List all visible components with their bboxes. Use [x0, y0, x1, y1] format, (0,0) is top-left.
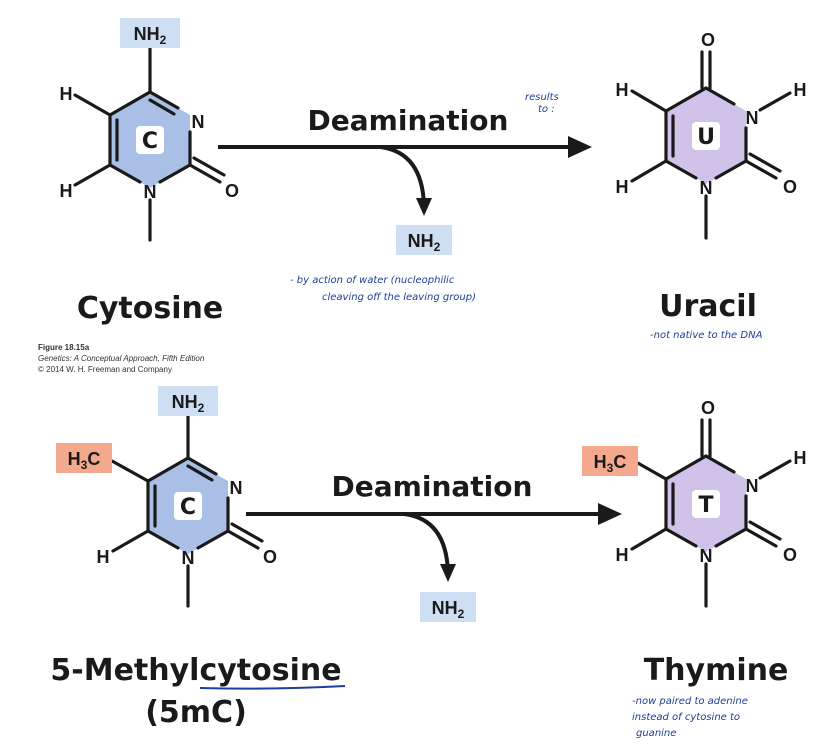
n-atom: N — [700, 178, 713, 198]
caption-copyright: © 2014 W. H. Freeman and Company — [38, 365, 172, 374]
h-atom: H — [616, 177, 629, 197]
base-letter: C — [180, 495, 196, 520]
byproduct-box — [420, 592, 476, 622]
deamination-arrow-bottom: Deamination NH2 — [246, 470, 622, 622]
h-atom: H — [616, 80, 629, 100]
arrow-label: Deamination — [308, 104, 509, 137]
note-results: results — [525, 92, 559, 103]
reactant-name: 5-Methylcytosine — [50, 653, 341, 688]
product-name: Uracil — [659, 289, 757, 324]
n-atom: N — [182, 548, 195, 568]
o-atom: O — [225, 181, 239, 201]
note-thymine-3: guanine — [636, 728, 676, 739]
handwritten-underline — [199, 685, 346, 690]
n-atom: N — [700, 546, 713, 566]
o-atom: O — [701, 30, 715, 50]
h-atom: H — [97, 547, 110, 567]
note-thymine-2: instead of cytosine to — [632, 712, 740, 723]
byproduct-box — [396, 225, 452, 255]
n-atom: N — [230, 478, 243, 498]
h-atom: H — [60, 181, 73, 201]
h-atom: H — [794, 80, 807, 100]
note-action-2: cleaving off the leaving group) — [322, 292, 476, 303]
h-atom: H — [616, 545, 629, 565]
o-atom: O — [783, 545, 797, 565]
n-atom: N — [746, 108, 759, 128]
thymine-structure: O H3C H N H N O T Thymine — [582, 398, 807, 688]
note-thymine-1: -now paired to adenine — [632, 696, 748, 707]
methyl-group-label: H3C — [594, 452, 627, 475]
o-atom: O — [783, 177, 797, 197]
product-name: Thymine — [644, 653, 789, 688]
o-atom: O — [701, 398, 715, 418]
figure-caption: Figure 18.15a Genetics: A Conceptual App… — [38, 343, 205, 374]
note-uracil: -not native to the DNA — [650, 330, 763, 341]
note-action-1: - by action of water (nucleophilic — [290, 275, 455, 286]
base-letter-box — [174, 492, 202, 520]
base-letter-box — [692, 122, 720, 150]
arrow-label: Deamination — [332, 470, 533, 503]
base-letter: C — [142, 129, 158, 154]
n-atom: N — [192, 112, 205, 132]
reactant-name: Cytosine — [77, 291, 223, 326]
n-atom: N — [144, 182, 157, 202]
methyl-group-label: H3C — [68, 449, 101, 472]
uracil-structure: O H H N H N O U Uracil — [616, 30, 807, 324]
methylcytosine-structure: NH2 H3C H N N O C 5-Methylcytosine (5mC) — [50, 386, 342, 730]
methyl-box — [582, 446, 638, 476]
h-atom: H — [794, 448, 807, 468]
amino-group-label: NH2 — [134, 24, 167, 47]
amino-group-label: NH2 — [172, 392, 205, 415]
nh2-box — [120, 18, 180, 48]
reactant-abbreviation: (5mC) — [145, 695, 247, 730]
nh2-box — [158, 386, 218, 416]
base-letter: U — [697, 125, 715, 150]
methyl-box — [56, 443, 112, 473]
byproduct-label: NH2 — [408, 231, 441, 254]
base-letter-box — [692, 490, 720, 518]
n-atom: N — [746, 476, 759, 496]
base-letter-box — [136, 126, 164, 154]
caption-number: Figure 18.15a — [38, 343, 90, 352]
base-letter: T — [698, 493, 713, 518]
caption-book: Genetics: A Conceptual Approach, Fifth E… — [38, 354, 205, 363]
o-atom: O — [263, 547, 277, 567]
cytosine-structure: NH2 H H N N O C Cytosine — [60, 18, 239, 326]
deamination-arrow-top: Deamination NH2 — [218, 104, 592, 255]
byproduct-label: NH2 — [432, 598, 465, 621]
h-atom: H — [60, 84, 73, 104]
note-to: to : — [538, 104, 555, 115]
